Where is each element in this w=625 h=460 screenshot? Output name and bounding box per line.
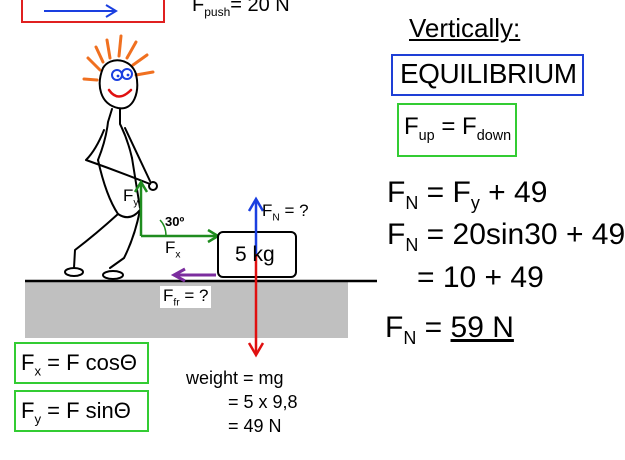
fup-equals-fdown: Fup = Fdown	[404, 113, 512, 144]
equation-3: = 10 + 49	[417, 261, 544, 294]
fx-label: Fx	[165, 238, 181, 261]
head	[98, 59, 139, 110]
mass-label: 5 kg	[235, 243, 275, 266]
eye-left	[111, 69, 123, 81]
final-answer: 59 N	[450, 311, 514, 344]
fy-formula: Fy = F sinΘ	[21, 398, 131, 427]
fy-formula-box	[14, 390, 149, 432]
equation-2: FN = 20sin30 + 49	[387, 218, 625, 255]
weight-line-3: = 49 N	[228, 416, 282, 436]
fx-formula-box	[14, 342, 149, 384]
friction-label: Ffr = ?	[160, 286, 212, 309]
weight-line-1: weight = mg	[186, 368, 284, 388]
angle-arc	[159, 219, 167, 237]
equilibrium-label: EQUILIBRIUM	[400, 58, 577, 89]
hair-icon	[82, 34, 155, 82]
weight-line-2: = 5 x 9,8	[228, 392, 298, 412]
fup-fdown-box	[397, 103, 517, 157]
mouth	[107, 88, 133, 98]
fpush-label: Fpush= 20 N	[192, 0, 290, 19]
vertically-heading: Vertically:	[409, 13, 521, 43]
equilibrium-box	[391, 54, 584, 96]
stick-figure	[64, 34, 158, 280]
normal-force-label: FN = ?	[262, 201, 309, 224]
angle-label: 30º	[165, 214, 185, 229]
push-arrow-head	[105, 4, 118, 18]
eye-right	[121, 68, 133, 80]
equation-1: FN = Fy + 49	[387, 176, 548, 213]
fy-label: Fy	[123, 186, 139, 209]
push-arrow-box	[21, 0, 165, 23]
fx-formula: Fx = F cosΘ	[21, 350, 138, 379]
equation-4: FN = 59 N	[385, 311, 514, 348]
